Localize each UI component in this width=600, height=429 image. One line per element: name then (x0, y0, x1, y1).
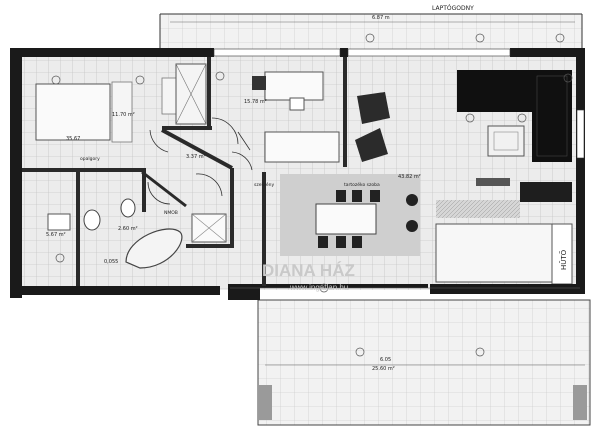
storage-label: NMOB (164, 210, 178, 216)
terrace-dim: 6.05 (380, 357, 391, 363)
bathtub (125, 228, 183, 269)
top-terrace-label: LAPTÓGODNY (432, 5, 474, 12)
watermark-line2: www.ingatlan.hu (289, 283, 348, 292)
wc-area: 2.60 m² (118, 226, 138, 232)
kitchen-counter (435, 223, 553, 283)
bottom-terrace (258, 300, 590, 425)
terrace-area: 25.60 m² (372, 366, 395, 372)
study-area: 15.78 m² (244, 99, 267, 105)
bottom-dim: 0,055 (104, 259, 118, 265)
closet-label: szekrény (254, 181, 274, 188)
bedroom-dim: 35.67 (66, 136, 80, 142)
bath-area: 5.67 m² (46, 232, 66, 238)
top-dimension: 6.87 m (372, 15, 390, 21)
note-label: opalgory (80, 156, 100, 162)
bedroom-area: 11.70 m² (112, 112, 135, 118)
bed (35, 83, 111, 141)
armchair-top (357, 92, 390, 124)
desk (264, 71, 324, 101)
sofa-bed (264, 131, 340, 163)
dining-label: tartozéko szoba (344, 181, 380, 188)
interior-walls (22, 57, 347, 286)
armchair-bottom (355, 128, 388, 162)
watermark-line1: DIANA HÁZ (262, 261, 355, 280)
dining-table (315, 203, 377, 235)
fridge-label: HŰTŐ (559, 249, 568, 270)
coffee-table (487, 125, 525, 157)
top-terrace (160, 14, 582, 52)
living-area: 43.82 m² (398, 174, 421, 180)
hall-area: 3.37 m² (186, 154, 206, 160)
